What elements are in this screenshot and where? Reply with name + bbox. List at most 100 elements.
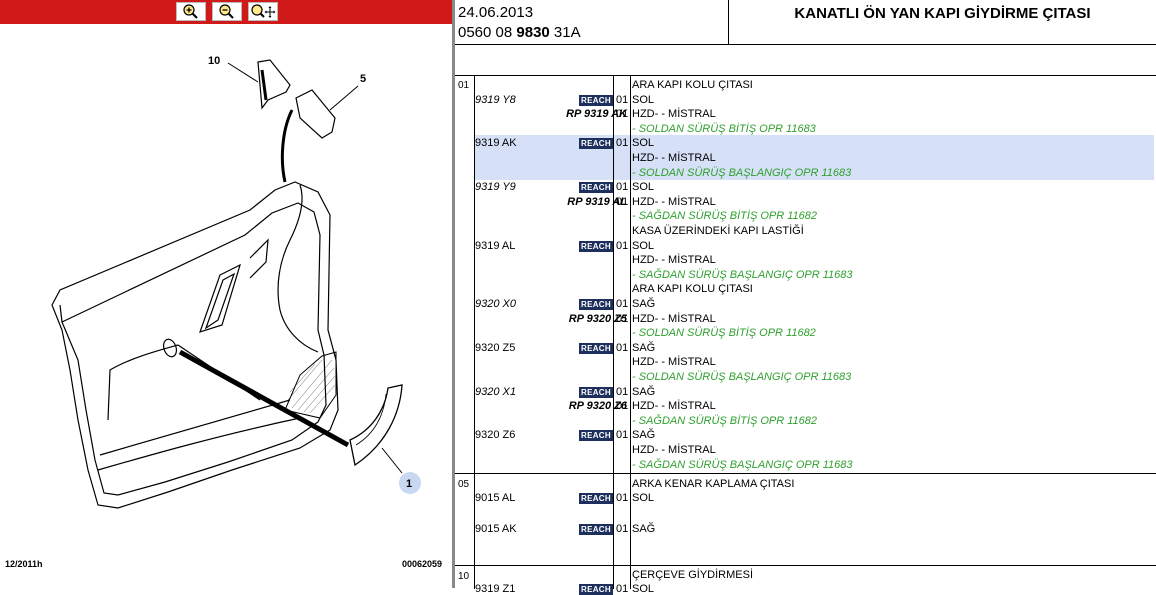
- quantity: 01: [616, 523, 629, 535]
- quantity: 01: [616, 385, 629, 398]
- part-description: SOL: [632, 93, 655, 106]
- part-reference[interactable]: 9319 Y9: [475, 181, 516, 194]
- part-reference[interactable]: 9015 AK: [475, 523, 517, 535]
- speaker-grille: [284, 351, 337, 419]
- part-note: - SAĞDAN SÜRÜŞ BAŞLANGIÇ OPR 11683: [632, 268, 853, 281]
- zoom-in-button[interactable]: [176, 2, 206, 21]
- reach-badge[interactable]: REACH: [579, 386, 613, 398]
- parts-panel: 24.06.2013 0560 08 9830 31A KANATLI ÖN Y…: [455, 0, 1156, 595]
- part-reference[interactable]: 9319 Y8: [475, 93, 516, 106]
- part-description: SOL: [632, 181, 655, 194]
- quantity: 01: [616, 341, 629, 354]
- quantity: 01: [616, 137, 629, 150]
- group-separator: [455, 473, 1156, 474]
- replacement-reference[interactable]: RP 9320 Z6: [568, 400, 627, 413]
- part-reference[interactable]: 9319 Z1: [475, 583, 516, 595]
- part-description: HZD- - MİSTRAL: [632, 254, 716, 267]
- part-description: HZD- - MİSTRAL: [632, 152, 716, 164]
- magnifier-move-icon: [250, 4, 276, 19]
- part-reference[interactable]: 9320 X1: [475, 385, 516, 398]
- part-description: ARA KAPI KOLU ÇITASI: [632, 283, 753, 296]
- reach-badge[interactable]: REACH: [579, 430, 613, 442]
- replacement-reference[interactable]: RP 9320 Z5: [568, 312, 627, 325]
- part-reference[interactable]: 9319 AK: [475, 137, 517, 150]
- reach-badge[interactable]: REACH: [579, 342, 613, 354]
- part-description: SOL: [632, 492, 655, 504]
- part-note: - SOLDAN SÜRÜŞ BAŞLANGIÇ OPR 11683: [632, 166, 852, 179]
- part-reference[interactable]: 9319 AL: [475, 239, 516, 252]
- part-description: KASA ÜZERİNDEKİ KAPI LASTİĞİ: [632, 225, 804, 237]
- quantity: 01: [616, 93, 629, 106]
- reach-badge[interactable]: REACH: [579, 240, 613, 252]
- door-panel-outline: [51, 181, 339, 509]
- quantity: 01: [616, 492, 629, 504]
- part-description: SAĞ: [632, 385, 656, 398]
- part-note: - SOLDAN SÜRÜŞ BAŞLANGIÇ OPR 11683: [632, 371, 852, 383]
- part-description: SAĞ: [632, 429, 656, 442]
- column-separator: [474, 76, 475, 589]
- quantity: 01: [616, 429, 629, 442]
- reach-badge[interactable]: REACH: [579, 493, 613, 504]
- part-description: SOL: [632, 137, 655, 150]
- group-number: 05: [458, 479, 470, 490]
- part-note: - SOLDAN SÜRÜŞ BİTİŞ OPR 11682: [632, 327, 816, 340]
- quantity: 01: [616, 312, 629, 325]
- part-description: ÇERÇEVE GİYDİRMESİ: [632, 569, 754, 581]
- reach-badge[interactable]: REACH: [579, 182, 613, 194]
- magnifier-plus-icon: [182, 4, 200, 19]
- header-separator: [728, 0, 729, 44]
- part-reference[interactable]: 9320 X0: [475, 298, 516, 310]
- reach-badge[interactable]: REACH: [579, 584, 613, 595]
- quantity: 01: [616, 583, 629, 595]
- reach-badge[interactable]: REACH: [579, 138, 613, 150]
- quantity: 01: [616, 298, 629, 310]
- part-note: - SAĞDAN SÜRÜŞ BİTİŞ OPR 11682: [632, 414, 818, 427]
- parts-header: 24.06.2013 0560 08 9830 31A KANATLI ÖN Y…: [455, 0, 1156, 45]
- quantity: 01: [616, 181, 629, 194]
- catalog-date: 24.06.2013: [458, 4, 534, 21]
- reach-badge[interactable]: REACH: [579, 299, 613, 310]
- part-description: SOL: [632, 239, 655, 252]
- page-title: KANATLI ÖN YAN KAPI GİYDİRME ÇITASI: [794, 5, 1091, 22]
- group-separator: [455, 565, 1156, 566]
- reach-badge[interactable]: REACH: [579, 524, 613, 535]
- callout-10: 10: [208, 55, 220, 67]
- part-description: HZD- - MİSTRAL: [632, 108, 716, 121]
- part-reference[interactable]: 9320 Z6: [475, 429, 516, 442]
- part-description: SAĞ: [632, 341, 656, 354]
- group-number: 01: [458, 80, 470, 91]
- diagram-date: 12/2011h: [5, 559, 43, 569]
- part-description: ARA KAPI KOLU ÇITASI: [632, 79, 753, 91]
- zoom-toolbar: [0, 0, 452, 24]
- group-number: 10: [458, 571, 470, 582]
- door-panel-inner: [61, 202, 327, 496]
- part-reference[interactable]: 9320 Z5: [475, 341, 516, 354]
- zoom-pan-button[interactable]: [248, 2, 278, 21]
- panel-divider[interactable]: [452, 0, 455, 588]
- zoom-out-button[interactable]: [212, 2, 242, 21]
- part-note: - SAĞDAN SÜRÜŞ BİTİŞ OPR 11682: [632, 210, 818, 223]
- part-reference[interactable]: 9015 AL: [475, 492, 516, 504]
- quantity: 01: [616, 400, 629, 413]
- illustration-panel: 10 5 1 12/2011h 00062059: [0, 0, 452, 588]
- quantity: 01: [616, 195, 629, 208]
- diagram-number: 00062059: [402, 559, 443, 569]
- column-separator: [630, 76, 631, 589]
- replacement-reference[interactable]: RP 9319 AL: [567, 195, 627, 208]
- quantity: 01: [616, 108, 629, 121]
- part-description: HZD- - MİSTRAL: [632, 312, 716, 325]
- part-description: SAĞ: [632, 298, 656, 310]
- part-description: SOL: [632, 583, 655, 595]
- replacement-reference[interactable]: RP 9319 AK: [566, 108, 627, 121]
- column-separator: [613, 76, 614, 589]
- part-description: HZD- - MİSTRAL: [632, 356, 716, 369]
- part-note: - SAĞDAN SÜRÜŞ BAŞLANGIÇ OPR 11683: [632, 458, 853, 471]
- part-description: HZD- - MİSTRAL: [632, 444, 716, 456]
- switch-panel: [199, 263, 241, 333]
- part-note: - SOLDAN SÜRÜŞ BİTİŞ OPR 11683: [632, 122, 816, 135]
- callout-5: 5: [360, 73, 366, 85]
- part-description: SAĞ: [632, 523, 656, 535]
- callout-1-badge[interactable]: [399, 472, 421, 494]
- reach-badge[interactable]: REACH: [579, 94, 613, 106]
